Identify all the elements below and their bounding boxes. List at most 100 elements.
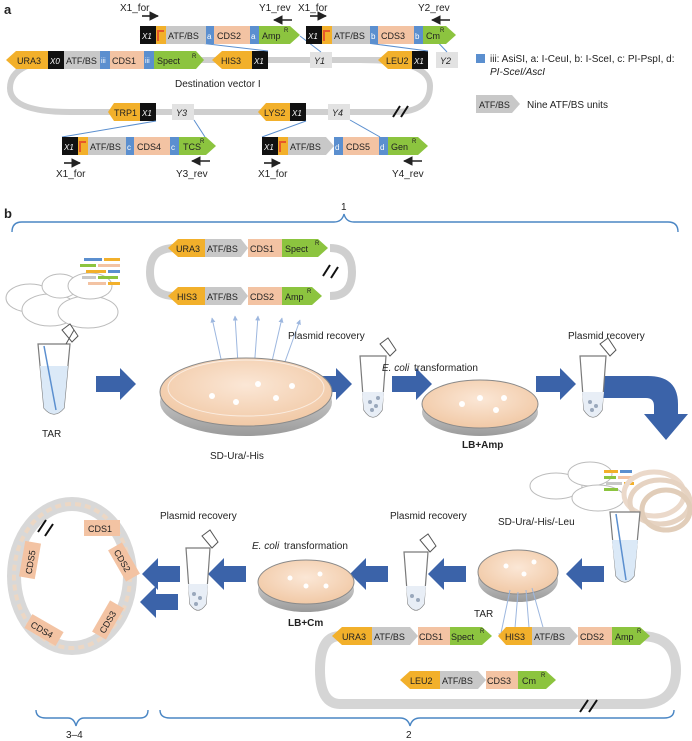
tp-amp-sup: R — [307, 289, 312, 295]
his3-marker — [212, 51, 252, 69]
ring-cds4-box — [24, 614, 64, 646]
site-d-c5 — [334, 137, 343, 155]
cds3-label: CDS3 — [381, 31, 405, 41]
plasmid-stack-bottom — [621, 469, 692, 533]
plate-sd-ura-his-leu — [477, 549, 559, 602]
tar-label-bottom: TAR — [474, 609, 493, 620]
leu2-label: LEU2 — [386, 56, 409, 66]
y2-rev-primer: Y2_rev — [418, 3, 450, 14]
amp-label-c2: Amp — [262, 31, 281, 41]
ring-cds1: CDS1 — [88, 524, 112, 534]
cds2-label: CDS2 — [217, 31, 241, 41]
bp-cm-sup: R — [541, 673, 546, 679]
atf-label-c3: ATF/BS — [334, 31, 365, 41]
site-c2-c4 — [170, 137, 179, 155]
tp-cds1: CDS1 — [250, 244, 274, 254]
legend-atf-box: ATF/BS — [479, 100, 510, 110]
site-a-label-c2: a — [207, 32, 212, 41]
legend-site-line1: iii: AsiSI, a: I-CeuI, b: I-SceI, c: PI-… — [490, 54, 675, 65]
x1-label-c3: X1 — [307, 32, 318, 41]
tp-cds2: CDS2 — [250, 292, 274, 302]
y1-rev-primer: Y1_rev — [259, 3, 291, 14]
panel-b-label: b — [4, 206, 12, 221]
yeast-cells-bottom — [529, 461, 625, 512]
x1-label-c5: X1 — [263, 143, 274, 152]
stage-1-bracket — [11, 213, 679, 233]
x1-tag-leu — [412, 51, 428, 69]
recovery3-label: Plasmid recovery — [160, 511, 237, 522]
y4-rev-primer: Y4_rev — [392, 169, 424, 180]
site-d2-c5 — [379, 137, 388, 155]
tar-tube-bottom — [609, 511, 641, 583]
tp-amp: Amp — [285, 292, 304, 302]
cassette-cds2: X1 ATF/BS a CDS2 a Amp R — [140, 26, 300, 44]
vector-label: Destination vector I — [175, 79, 261, 90]
x1-tag — [252, 51, 268, 69]
x1-label-leu: X1 — [413, 57, 424, 66]
bp-cds1: CDS1 — [419, 632, 443, 642]
x0-tag — [48, 51, 64, 69]
recovery1-label: Plasmid recovery — [288, 331, 365, 342]
plate1-label: SD-Ura/-His — [210, 451, 264, 462]
legend-site-line2: PI-SceI/AscI — [490, 67, 545, 78]
site-b2-label-c3: b — [415, 32, 420, 41]
atf-label-c4: ATF/BS — [90, 142, 121, 152]
leu2-marker — [378, 51, 412, 69]
bp-leu2: LEU2 — [410, 676, 433, 686]
site-c2-label-c4: c — [171, 143, 175, 152]
panel-a-label: a — [4, 2, 12, 17]
x1-for-primer-2: X1_for — [298, 3, 328, 14]
plate2-label: LB+Amp — [462, 440, 503, 451]
cds4-block — [134, 137, 170, 155]
ura3-marker — [6, 51, 48, 69]
promoter-c3 — [322, 26, 332, 44]
spect-label: Spect — [157, 56, 181, 66]
promoter-c4 — [78, 137, 88, 155]
cassette-cds4: X1 ATF/BS c CDS4 c TCS R — [62, 137, 216, 155]
atf-label: ATF/BS — [66, 56, 97, 66]
atf-label-c2: ATF/BS — [168, 31, 199, 41]
cds1-block — [110, 51, 144, 69]
gen-label-c5: Gen — [391, 142, 408, 152]
x1-tag-lys — [290, 103, 306, 121]
cassette-cds5: X1 ATF/BS d CDS5 d Gen R — [262, 137, 428, 155]
transform1-rest: transformation — [414, 363, 478, 374]
legend-site-swatch — [476, 54, 485, 63]
site-d2-label-c5: d — [380, 143, 384, 152]
bp-spect: Spect — [451, 632, 475, 642]
curved-process-arrow — [594, 376, 688, 440]
tcs-sup-c4: R — [200, 139, 205, 145]
vector-cassette: URA3 X0 ATF/BS iii CDS1 iii Spect R HIS3… — [6, 51, 268, 69]
x1-tag-c4 — [62, 137, 78, 155]
ring-cds5: CDS5 — [24, 549, 38, 574]
top-plasmid: URA3 ATF/BS CDS1 Spect R HIS3 ATF/BS CDS… — [145, 239, 357, 305]
legend-atf-text: Nine ATF/BS units — [527, 100, 608, 111]
stage-1-label: 1 — [341, 202, 347, 213]
x1-for-primer-4: X1_for — [258, 169, 288, 180]
x1-tag-c5 — [262, 137, 278, 155]
cm-label-c3: Cm — [426, 31, 440, 41]
his3-label: HIS3 — [221, 56, 241, 66]
bp-cm: Cm — [522, 676, 536, 686]
stage-34-bracket — [35, 709, 149, 727]
recovery4-label: Plasmid recovery — [390, 511, 467, 522]
stage-2-label: 2 — [406, 730, 412, 741]
tp-spect-sup: R — [315, 241, 320, 247]
x1-tag-c3 — [306, 26, 322, 44]
site-c-label-c4: c — [127, 143, 131, 152]
tar-label-top: TAR — [42, 429, 61, 440]
recovery-tube-3 — [185, 529, 219, 611]
tp-ura3: URA3 — [176, 244, 200, 254]
atf-c5 — [288, 137, 334, 155]
trp1-label: TRP1 — [114, 108, 137, 118]
x1-label-lys: X1 — [291, 109, 302, 118]
stage-34-label: 3–4 — [66, 730, 83, 741]
spect-sup: R — [192, 54, 197, 60]
process-arrows-bottom — [140, 558, 604, 618]
atf-label-c5: ATF/BS — [290, 142, 321, 152]
cassette-cds3: X1 ATF/BS b CDS3 b Cm R — [306, 26, 456, 44]
bp-his3: HIS3 — [505, 632, 525, 642]
plate-sd-ura-his — [159, 357, 333, 436]
spect-marker — [154, 51, 204, 69]
